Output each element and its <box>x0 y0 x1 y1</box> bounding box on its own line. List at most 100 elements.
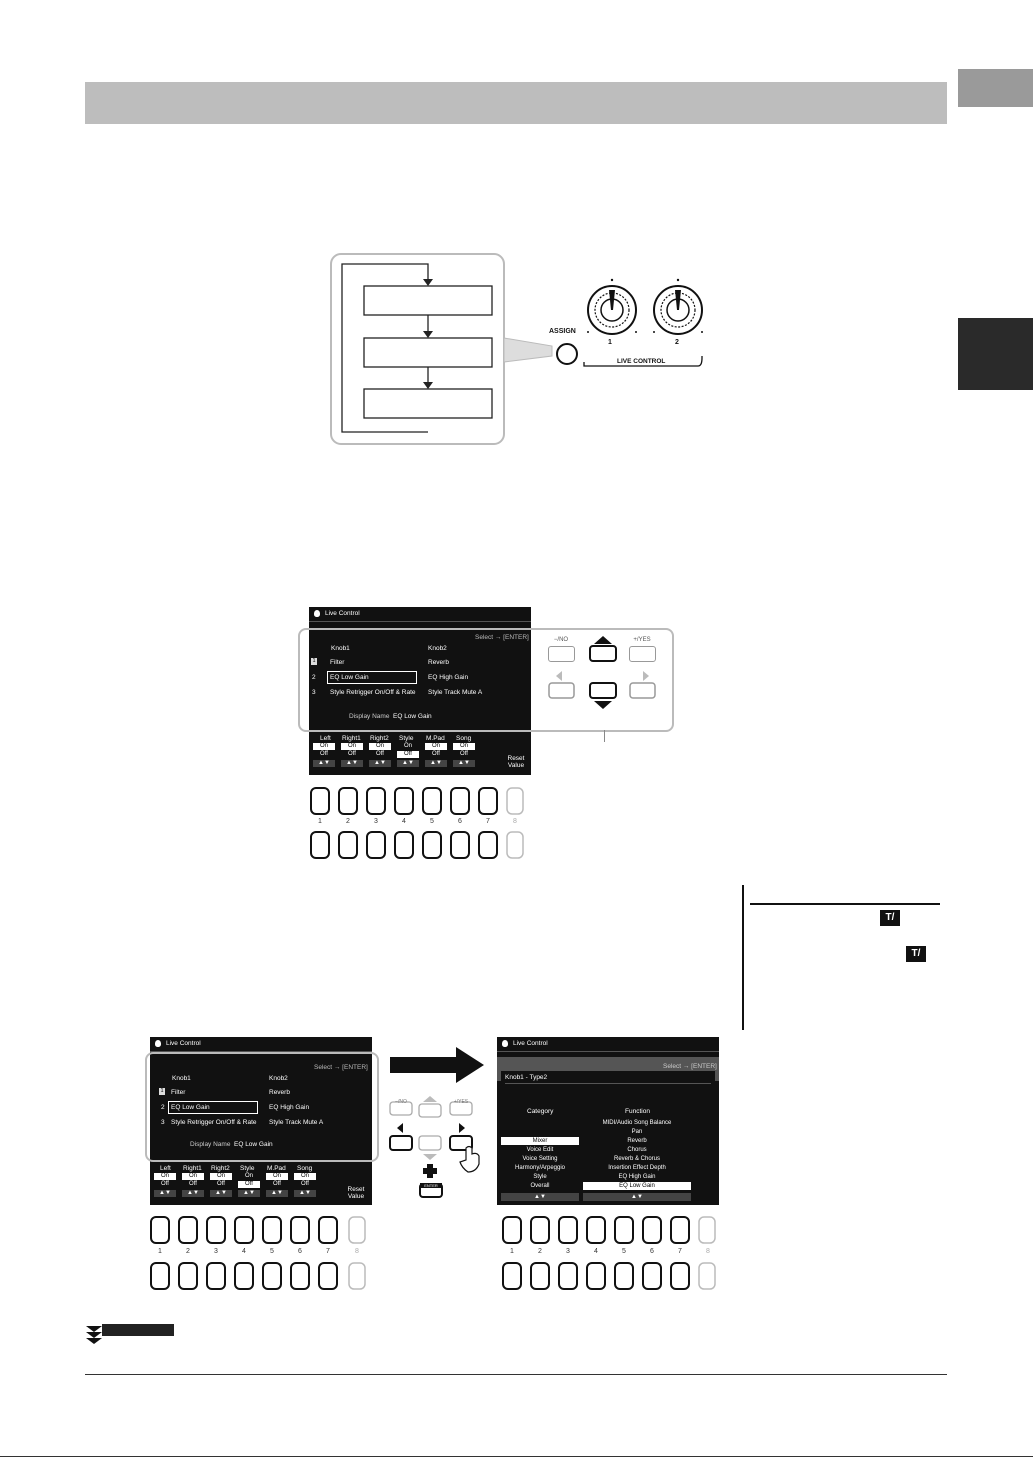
cursor-left-button[interactable] <box>548 670 576 700</box>
function-item[interactable]: Reverb & Chorus <box>613 1156 661 1162</box>
category-item[interactable]: Voice Edit <box>526 1147 554 1153</box>
category-arrows: ▲▼ <box>501 1193 579 1201</box>
part-on[interactable]: On <box>182 1173 204 1180</box>
part-off[interactable]: Off <box>348 751 356 757</box>
panel-number: 5 <box>430 818 434 825</box>
part-arrows: ▲▼ <box>182 1190 204 1197</box>
part-on[interactable]: On <box>403 743 412 749</box>
part-off[interactable]: Off <box>320 751 328 757</box>
knob2-function[interactable]: Style Track Mute A <box>269 1119 324 1126</box>
knob2-header: Knob2 <box>428 645 447 652</box>
part-on[interactable]: On <box>210 1173 232 1180</box>
plus-yes-label: +/YES <box>453 1099 469 1105</box>
part-off[interactable]: Off <box>161 1181 169 1187</box>
part-on[interactable]: On <box>154 1173 176 1180</box>
part-off[interactable]: Off <box>376 751 384 757</box>
panel-number: 7 <box>486 818 490 825</box>
knob2-header: Knob2 <box>269 1075 288 1082</box>
part-on[interactable]: On <box>341 743 363 750</box>
hand-icon <box>314 610 320 617</box>
highlight-frame <box>145 1052 379 1162</box>
panel-number: 6 <box>298 1248 302 1255</box>
function-arrows: ▲▼ <box>583 1193 691 1201</box>
screen-title: Live Control <box>513 1040 548 1047</box>
knob2-function[interactable]: Style Track Mute A <box>428 689 483 696</box>
function-item[interactable]: MIDI/Audio Song Balance <box>602 1120 672 1126</box>
part-label: Left <box>320 735 331 742</box>
panel-number: 5 <box>270 1248 274 1255</box>
cursor-down-button[interactable] <box>588 681 618 713</box>
knob1-function[interactable]: EQ Low Gain <box>171 1104 210 1111</box>
row-number: 3 <box>161 1119 165 1126</box>
cursor-buttons-2 <box>389 1096 480 1198</box>
part-off[interactable]: Off <box>432 751 440 757</box>
category-item[interactable]: Harmony/Arpeggio <box>514 1165 566 1171</box>
row-number: 1 <box>311 658 317 665</box>
panel-number: 2 <box>186 1248 190 1255</box>
knob1-function[interactable]: EQ Low Gain <box>330 674 369 681</box>
part-on[interactable]: On <box>294 1173 316 1180</box>
tv-icon: T/ <box>906 946 926 962</box>
panel-number: 7 <box>678 1248 682 1255</box>
part-off[interactable]: Off <box>460 751 468 757</box>
cursor-up-button[interactable] <box>588 634 618 664</box>
part-on[interactable]: On <box>453 743 475 750</box>
part-off[interactable]: Off <box>397 751 419 758</box>
function-item[interactable]: EQ Low Gain <box>583 1182 691 1190</box>
function-item[interactable]: Pan <box>631 1129 643 1135</box>
panel-number: 5 <box>622 1248 626 1255</box>
function-item[interactable]: EQ High Gain <box>618 1174 656 1180</box>
live-control-label: LIVE CONTROL <box>614 358 669 365</box>
live-control-screen: Live Control Select → [ENTER] Knob1 Knob… <box>309 607 531 775</box>
knob1-function[interactable]: Style Retrigger On/Off & Rate <box>330 689 416 696</box>
minus-no-button[interactable] <box>548 646 575 662</box>
part-on[interactable]: On <box>266 1173 288 1180</box>
function-item[interactable]: Reverb <box>627 1138 647 1144</box>
panel-number: 4 <box>594 1248 598 1255</box>
part-arrows: ▲▼ <box>453 760 475 767</box>
function-item[interactable]: Chorus <box>627 1147 647 1153</box>
part-off[interactable]: Off <box>189 1181 197 1187</box>
panel-buttons-2 <box>150 1216 366 1290</box>
knob2-function[interactable]: EQ High Gain <box>269 1104 310 1111</box>
footer-rule <box>85 1374 947 1375</box>
assign-button[interactable] <box>556 343 578 365</box>
popup-panel <box>501 1070 715 1171</box>
knob2-function[interactable]: EQ High Gain <box>428 674 469 681</box>
side-note-rule <box>742 885 744 1030</box>
plus-yes-label: +/YES <box>633 637 651 643</box>
part-off[interactable]: Off <box>238 1181 260 1188</box>
knob2-function[interactable]: Reverb <box>269 1089 290 1096</box>
display-name-value[interactable]: EQ Low Gain <box>393 713 432 720</box>
knob2-function[interactable]: Reverb <box>428 659 449 666</box>
side-note-topline <box>750 903 940 905</box>
category-item[interactable]: Overall <box>530 1183 550 1189</box>
panel-number: 6 <box>458 818 462 825</box>
part-off[interactable]: Off <box>217 1181 225 1187</box>
plus-yes-button[interactable] <box>629 646 656 662</box>
part-on[interactable]: On <box>369 743 391 750</box>
part-on[interactable]: On <box>313 743 335 750</box>
part-label: M.Pad <box>426 735 445 742</box>
category-item[interactable]: Style <box>533 1174 547 1180</box>
knob1-function[interactable]: Filter <box>171 1089 186 1096</box>
part-on[interactable]: On <box>244 1173 253 1179</box>
knob1-function[interactable]: Filter <box>330 659 345 666</box>
part-off[interactable]: Off <box>273 1181 281 1187</box>
minus-no-label: −/NO <box>395 1099 407 1105</box>
panel-number: 2 <box>346 818 350 825</box>
part-on[interactable]: On <box>425 743 447 750</box>
knob1-function[interactable]: Style Retrigger On/Off & Rate <box>171 1119 257 1126</box>
select-hint: Select → [ENTER] <box>663 1063 717 1070</box>
display-name-value[interactable]: EQ Low Gain <box>234 1141 273 1148</box>
hand-icon <box>155 1040 161 1047</box>
reset-value[interactable]: Reset Value <box>347 1186 365 1200</box>
cursor-right-button[interactable] <box>629 670 657 700</box>
chapter-tab-dark <box>958 318 1033 390</box>
category-item[interactable]: Voice Setting <box>522 1156 558 1162</box>
part-off[interactable]: Off <box>301 1181 309 1187</box>
category-item[interactable]: Mixer <box>501 1137 579 1145</box>
assign-flow-diagram <box>330 253 553 445</box>
function-item[interactable]: Insertion Effect Depth <box>608 1165 666 1171</box>
reset-value[interactable]: Reset Value <box>507 755 525 769</box>
